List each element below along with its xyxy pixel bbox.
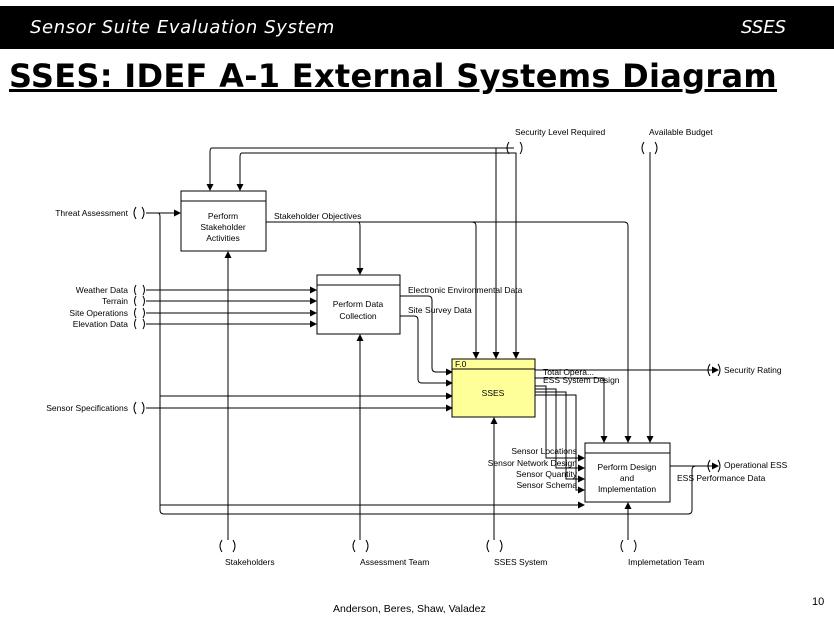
security-level-label: Security Level Required [515, 127, 606, 137]
page-number: 10 [812, 596, 825, 608]
security-control-line-4 [512, 152, 520, 359]
sensor-schema-label: Sensor Schema [517, 480, 578, 490]
stakeholder-activity-box: Perform Stakeholder Activities [180, 190, 267, 252]
threat-assessment-label: Threat Assessment [55, 208, 128, 218]
sensor-flow-line-4 [535, 394, 585, 494]
sses-system-label: SSES System [494, 557, 547, 567]
available-budget-label: Available Budget [649, 127, 713, 137]
tunnel-terrain [134, 295, 145, 307]
collection-box-label-1: Perform Data [333, 299, 384, 309]
ess-performance-data-label: ESS Performance Data [677, 473, 766, 483]
threat-feedback-line [146, 212, 718, 515]
sses-node-id: F.0 [455, 359, 467, 369]
electronic-env-data-label: Electronic Environmental Data [408, 285, 523, 295]
operational-ess-label: Operational ESS [724, 460, 788, 470]
data-collection-activity-box: Perform Data Collection [316, 274, 401, 335]
assessment-team-label: Assessment Team [360, 557, 429, 567]
collection-box-label-2: Collection [339, 311, 377, 321]
security-control-line-2 [492, 147, 514, 359]
total-operations-label: Total Opera... [543, 367, 594, 377]
sensor-flow-line-3 [535, 391, 585, 483]
objectives-to-design [266, 221, 632, 443]
sensor-flow-line-2 [535, 388, 585, 472]
tunnel-implementation [620, 539, 637, 553]
header-bar: Sensor Suite Evaluation System SSES [0, 6, 834, 49]
design-box-label-2: and [620, 473, 634, 483]
sses-activity-box: F.0 SSES [451, 358, 536, 418]
sensor-locations-label: Sensor Locations [511, 446, 577, 456]
tunnel-weather [134, 284, 145, 296]
tunnel-security [506, 141, 523, 155]
design-box-label-3: Implementation [598, 484, 656, 494]
security-rating-label: Security Rating [724, 365, 782, 375]
tunnel-threat [133, 206, 145, 220]
implementation-team-label: Implemetation Team [628, 557, 704, 567]
sitesurvey-flow-line [400, 315, 453, 387]
tunnel-operational [707, 459, 721, 473]
objectives-to-collection [266, 221, 364, 275]
elevation-data-label: Elevation Data [73, 319, 129, 329]
ess-system-design-label: ESS System Design [543, 375, 620, 385]
sensor-specifications-label: Sensor Specifications [46, 403, 128, 413]
sensor-network-design-label: Sensor Network Design [488, 458, 578, 468]
sses-box-label: SSES [482, 388, 505, 398]
page-title: SSES: IDEF A-1 External Systems Diagram [9, 57, 777, 95]
sensor-flow-line-1 [535, 385, 585, 462]
tunnel-assessment [352, 539, 369, 553]
tunnel-ssessystem [486, 539, 503, 553]
stakeholder-box-label-3: Activities [206, 233, 240, 243]
site-survey-data-label: Site Survey Data [408, 305, 472, 315]
terrain-label: Terrain [102, 296, 128, 306]
tunnel-securityrating [707, 363, 721, 377]
sensor-quantity-label: Sensor Quantity [516, 469, 578, 479]
stakeholders-label: Stakeholders [225, 557, 275, 567]
stakeholder-objectives-label: Stakeholder Objectives [274, 211, 361, 221]
stakeholder-box-label-2: Stakeholder [200, 222, 246, 232]
tunnel-siteops [134, 307, 145, 319]
footer-authors: Anderson, Beres, Shaw, Valadez [333, 603, 486, 615]
tunnel-stakeholders [219, 539, 236, 553]
header-right-title: SSES [740, 17, 786, 38]
tunnel-budget [641, 141, 658, 155]
site-operations-label: Site Operations [69, 308, 128, 318]
security-control-line-1 [206, 147, 514, 191]
envdata-flow-line [400, 295, 453, 376]
stakeholder-box-label-1: Perform [208, 211, 238, 221]
security-control-line-3 [236, 152, 514, 191]
header-left-title: Sensor Suite Evaluation System [30, 17, 335, 38]
design-box-label-1: Perform Design [597, 462, 656, 472]
design-activity-box: Perform Design and Implementation [584, 442, 671, 503]
tunnel-elevation [134, 318, 145, 330]
esssystem-output-line [535, 377, 608, 443]
tunnel-sensorspecs [133, 401, 145, 415]
weather-data-label: Weather Data [76, 285, 129, 295]
